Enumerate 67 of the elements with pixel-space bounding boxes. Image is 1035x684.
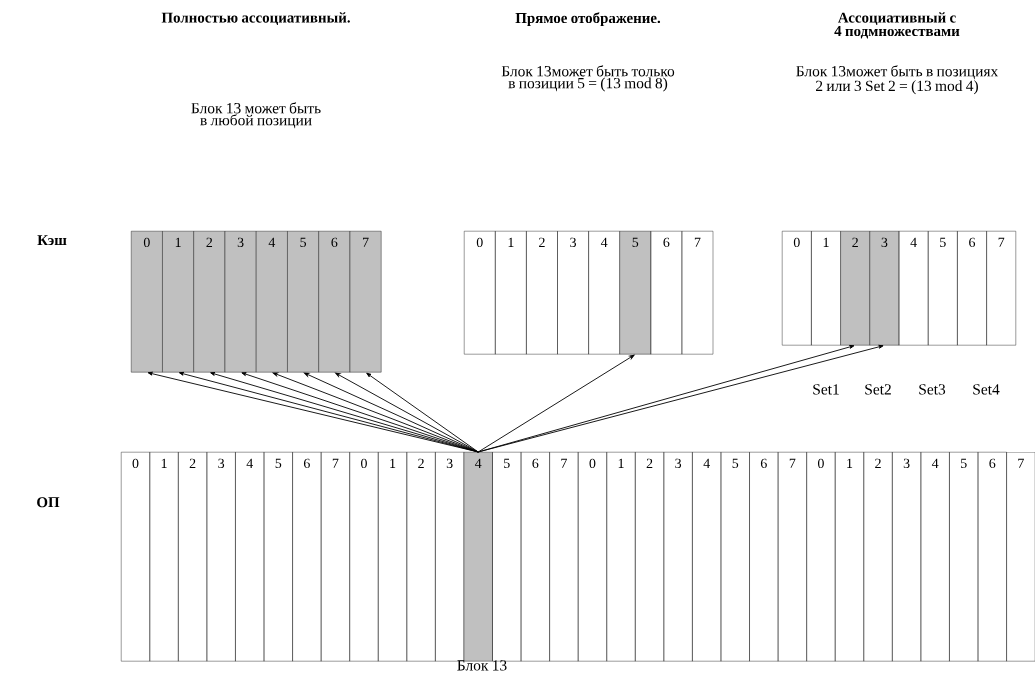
arrow	[477, 354, 635, 453]
cell: 7	[681, 231, 714, 355]
heading: Полностью ассоциативный.	[161, 12, 350, 26]
cell: 3	[206, 452, 236, 662]
cell: 4	[235, 452, 265, 662]
cell: 2	[178, 452, 208, 662]
set-label: Set2	[865, 384, 891, 395]
cell: 6	[957, 231, 987, 346]
cell: 4	[898, 231, 929, 346]
cell: 0	[349, 452, 379, 662]
description-text: Блок 13может быть только в позиции 5 = (13 mod 8)	[501, 65, 675, 92]
cell: 5	[720, 452, 750, 662]
cell: 2	[635, 452, 665, 662]
cell: 7	[349, 231, 382, 373]
cell: 6	[292, 452, 322, 662]
set-label: Set3	[919, 384, 946, 395]
cell: 2	[193, 231, 226, 373]
heading: Ассоциативный с 4 подмножествами	[834, 12, 960, 39]
cell: 0	[806, 452, 836, 662]
cell: 1	[495, 231, 527, 355]
cell: 5	[263, 452, 293, 662]
caption-text: Блок 13	[457, 660, 507, 671]
row-label: ОП	[37, 497, 60, 508]
cell: 2	[406, 452, 436, 662]
cell: 7	[1006, 452, 1035, 662]
cell: 6	[977, 452, 1007, 662]
cell: 6	[318, 231, 351, 373]
cell: 0	[577, 452, 607, 662]
cell: 3	[224, 231, 257, 373]
description-text: Блок 13может быть в позициях 2 или 3 Set 2 = (13 mod 4)	[796, 65, 999, 95]
cell: 4	[692, 452, 722, 662]
cell: 3	[892, 452, 922, 662]
cell: 5	[287, 231, 319, 373]
cell: 3	[869, 231, 900, 346]
cell: 1	[835, 452, 864, 662]
cell: 4	[256, 231, 288, 373]
cell: 3	[663, 452, 693, 662]
description-text: Блок 13 может быть в любой позиции	[191, 102, 321, 129]
cell: 7	[320, 452, 350, 662]
cell: 7	[777, 452, 807, 662]
cell: 6	[650, 231, 683, 355]
cell: 1	[378, 452, 407, 662]
cell: 0	[121, 452, 150, 662]
cell: 0	[782, 231, 812, 346]
cell: 5	[928, 231, 958, 346]
cell: 6	[520, 452, 550, 662]
cell: 1	[162, 231, 194, 373]
cell: 2	[526, 231, 558, 355]
cell: 1	[149, 452, 179, 662]
cell: 6	[749, 452, 779, 662]
cell: 5	[949, 452, 979, 662]
cell: 3	[557, 231, 589, 355]
cell: 2	[840, 231, 870, 346]
cell: 7	[986, 231, 1016, 346]
row-label: Кэш	[37, 235, 67, 246]
cell: 5	[619, 231, 651, 355]
cell: 4	[463, 452, 493, 662]
cell: 0	[464, 231, 496, 355]
cell: 2	[863, 452, 893, 662]
set-label: Set4	[973, 384, 1000, 395]
arrow	[366, 372, 479, 453]
cell: 0	[131, 231, 163, 373]
cell: 7	[549, 452, 579, 662]
cell: 1	[606, 452, 636, 662]
heading: Прямое отображение.	[515, 12, 661, 27]
set-label: Set1	[813, 384, 839, 395]
cell: 4	[920, 452, 950, 662]
